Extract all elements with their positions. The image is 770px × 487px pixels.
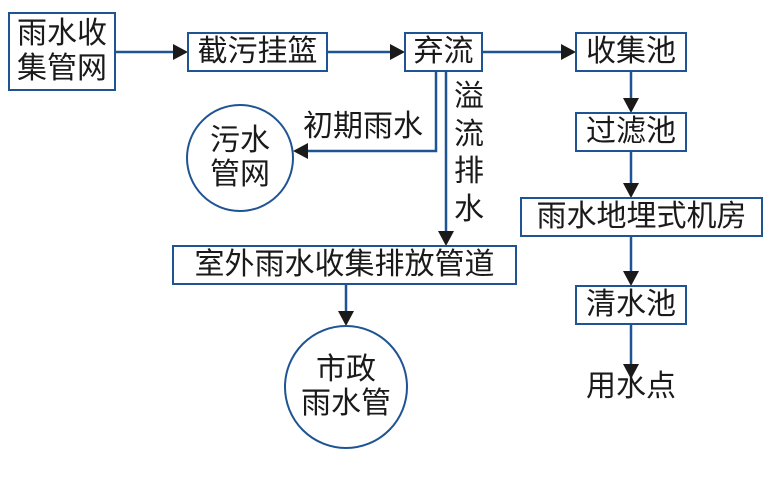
node-clear-tank: 清水池: [575, 285, 687, 325]
link-basket-to-diverter: [328, 44, 405, 60]
node-basket: 截污挂篮: [187, 32, 328, 72]
label-initial-rain: 初期雨水: [303, 109, 423, 144]
node-diverter: 弃流: [404, 32, 483, 72]
link-collection-to-filter: [623, 72, 639, 113]
arrowhead: [293, 143, 308, 159]
link-network-to-basket: [116, 44, 188, 60]
link-diverter-overflow-to-outdoor: [438, 72, 454, 246]
arrowhead: [338, 311, 354, 326]
label-overflow: 溢 流 排 水: [454, 79, 484, 227]
arrowhead: [623, 271, 639, 286]
link-outdoor-to-municipal: [338, 285, 354, 326]
node-machine-room: 雨水地埋式机房: [520, 197, 763, 237]
node-municipal-pipe: 市政 雨水管: [284, 325, 408, 449]
node-rain-network: 雨水收 集管网: [8, 12, 116, 91]
node-water-point: 用水点: [586, 369, 676, 404]
arrowhead: [390, 44, 405, 60]
arrowhead: [173, 44, 188, 60]
connector-line: [308, 72, 438, 153]
node-outdoor-pipe: 室外雨水收集排放管道: [172, 245, 517, 285]
node-filter-tank: 过滤池: [575, 112, 687, 152]
node-sewage-network: 污水 管网: [186, 104, 294, 212]
arrowhead: [623, 364, 639, 379]
link-machine-room-to-clear-tank: [623, 237, 639, 286]
arrowhead: [561, 44, 576, 60]
node-collection-tank: 收集池: [575, 32, 687, 72]
link-diverter-to-sewage: [293, 72, 438, 159]
link-clear-tank-to-water-point: [623, 325, 639, 379]
arrowhead: [623, 98, 639, 113]
arrowhead: [438, 231, 454, 246]
link-diverter-to-collection: [483, 44, 576, 60]
link-filter-to-machine-room: [623, 152, 639, 198]
arrowhead: [623, 183, 639, 198]
